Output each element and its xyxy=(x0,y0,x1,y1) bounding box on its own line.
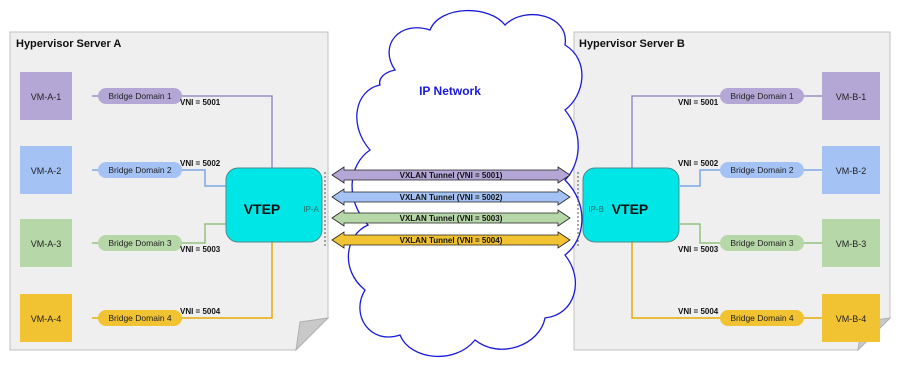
tunnel-arrow xyxy=(331,231,571,249)
tunnel-label: VXLAN Tunnel (VNI = 5004) xyxy=(400,236,503,245)
vm-label: VM-B-1 xyxy=(836,92,867,102)
bridge-domain-pill xyxy=(98,310,182,326)
tunnel-label: VXLAN Tunnel (VNI = 5003) xyxy=(400,214,503,223)
right-vni-labels: VNI = 5001 VNI = 5002 VNI = 5003 VNI = 5… xyxy=(678,98,719,316)
vm-label: VM-B-3 xyxy=(836,239,867,249)
vm-box xyxy=(20,294,72,342)
hypervisor-server-a: Hypervisor Server A xyxy=(9,31,330,352)
server-b-title: Hypervisor Server B xyxy=(579,38,685,50)
vxlan-tunnels: VXLAN Tunnel (VNI = 5001) VXLAN Tunnel (… xyxy=(331,166,571,249)
tunnel-arrow xyxy=(331,188,571,206)
bridge-domain-label: Bridge Domain 4 xyxy=(730,313,794,323)
vm-box xyxy=(822,146,880,194)
vni-label: VNI = 5002 xyxy=(678,159,719,168)
bridge-domain-label: Bridge Domain 1 xyxy=(730,91,794,101)
bridge-domain-pill xyxy=(720,88,804,104)
tunnel-label: VXLAN Tunnel (VNI = 5001) xyxy=(400,171,503,180)
tunnel-arrow xyxy=(331,166,571,184)
vtep-a-label: VTEP xyxy=(244,201,281,217)
vm-label: VM-A-4 xyxy=(31,314,62,324)
vtep-b-label: VTEP xyxy=(612,201,649,217)
vtep-a: VTEP IP-A xyxy=(225,167,323,243)
bridge-domain-pill xyxy=(720,235,804,251)
bridge-domain-pill xyxy=(98,162,182,178)
bridge-domain-label: Bridge Domain 1 xyxy=(108,91,172,101)
vm-label: VM-B-4 xyxy=(836,314,867,324)
vm-label: VM-A-2 xyxy=(31,166,62,176)
left-vni-labels: VNI = 5001 VNI = 5002 VNI = 5003 VNI = 5… xyxy=(180,98,221,316)
left-bridge-domains: Bridge Domain 1 Bridge Domain 2 Bridge D… xyxy=(98,88,182,326)
vm-box xyxy=(822,219,880,267)
right-bridge-domains: Bridge Domain 1 Bridge Domain 2 Bridge D… xyxy=(720,88,804,326)
ip-a-label: IP-A xyxy=(303,205,319,214)
left-vms: VM-A-1 VM-A-2 VM-A-3 VM-A-4 xyxy=(20,72,72,342)
vm-label: VM-B-2 xyxy=(836,166,867,176)
tunnel-arrow xyxy=(331,209,571,227)
vtep-b: VTEP IP-B xyxy=(582,167,680,243)
vni-label: VNI = 5004 xyxy=(678,307,719,316)
server-a-title: Hypervisor Server A xyxy=(16,38,121,50)
vm-box xyxy=(20,72,72,120)
network-title: IP Network xyxy=(419,84,481,98)
bridge-domain-label: Bridge Domain 2 xyxy=(730,165,794,175)
ip-network-cloud: IP Network xyxy=(347,9,583,358)
bridge-domain-label: Bridge Domain 4 xyxy=(108,313,172,323)
bridge-domain-pill xyxy=(720,162,804,178)
vm-box xyxy=(20,219,72,267)
vni-label: VNI = 5002 xyxy=(180,159,221,168)
bridge-domain-label: Bridge Domain 2 xyxy=(108,165,172,175)
vni-label: VNI = 5003 xyxy=(180,245,221,254)
ip-b-label: IP-B xyxy=(588,205,604,214)
vni-label: VNI = 5001 xyxy=(180,98,221,107)
bridge-domain-pill xyxy=(98,235,182,251)
bridge-domain-label: Bridge Domain 3 xyxy=(730,238,794,248)
vm-label: VM-A-3 xyxy=(31,239,62,249)
vm-box xyxy=(20,146,72,194)
right-vms: VM-B-1 VM-B-2 VM-B-3 VM-B-4 xyxy=(822,72,880,342)
bridge-domain-label: Bridge Domain 3 xyxy=(108,238,172,248)
bridge-domain-pill xyxy=(98,88,182,104)
tunnel-label: VXLAN Tunnel (VNI = 5002) xyxy=(400,193,503,202)
vm-label: VM-A-1 xyxy=(31,92,62,102)
vni-label: VNI = 5004 xyxy=(180,307,221,316)
vm-box xyxy=(822,294,880,342)
vni-label: VNI = 5001 xyxy=(678,98,719,107)
bridge-domain-pill xyxy=(720,310,804,326)
vm-box xyxy=(822,72,880,120)
vni-label: VNI = 5003 xyxy=(678,245,719,254)
